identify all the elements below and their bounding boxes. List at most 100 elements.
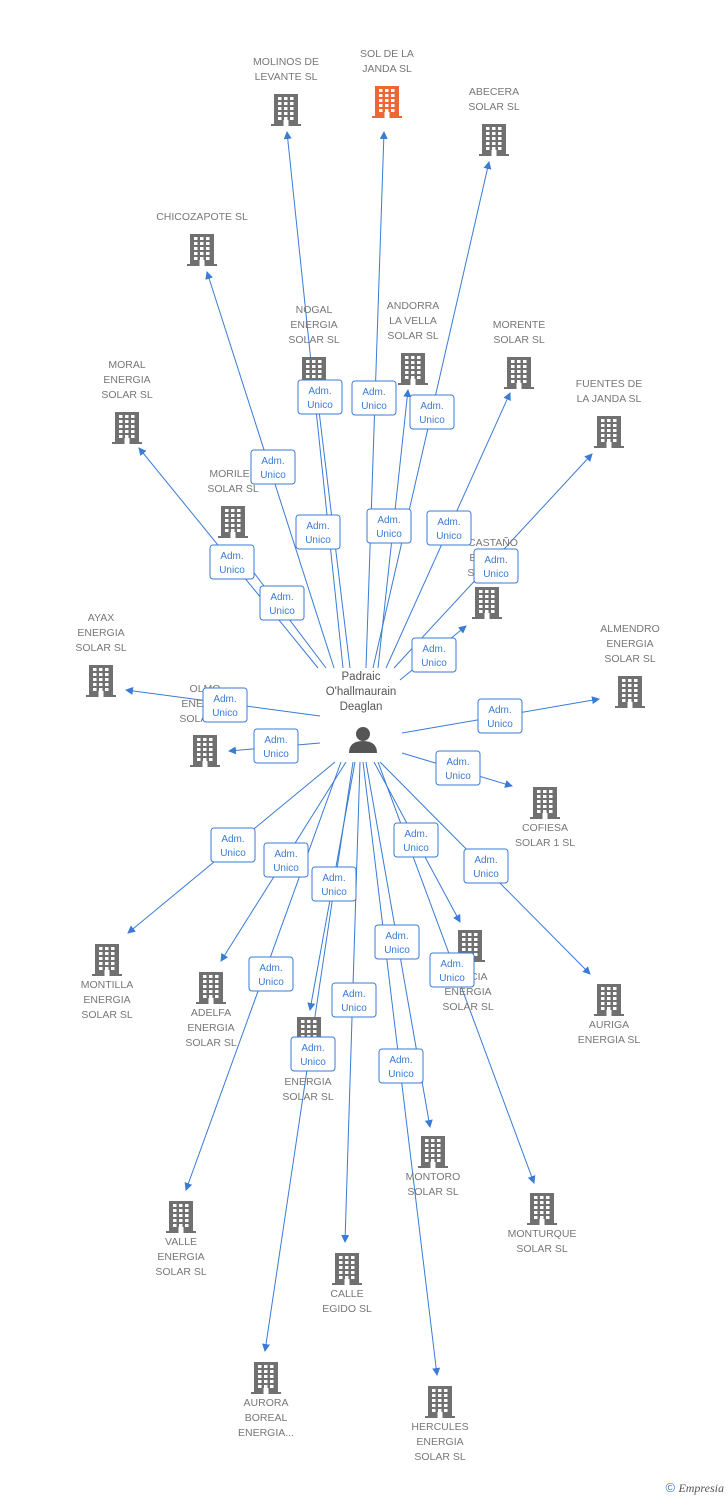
company-label-auriga-line: ENERGIA SL: [578, 1034, 641, 1046]
company-label-calle-line: CALLE: [330, 1288, 363, 1300]
relation-label[interactable]: Adm.Unico: [378, 1048, 424, 1084]
company-label-castano-line: CASTAÑO: [468, 536, 518, 549]
svg-text:Adm.Unico: Adm.Unico: [419, 401, 445, 426]
company-label-cofiesa-line: COFIESA: [522, 822, 568, 834]
svg-text:Adm.Unico: Adm.Unico: [388, 1055, 414, 1080]
relation-label[interactable]: Adm.Unico: [202, 687, 248, 723]
relation-label[interactable]: Adm.Unico: [366, 508, 412, 544]
company-label-monturque-line: SOLAR SL: [516, 1243, 568, 1255]
relation-label[interactable]: Adm.Unico: [435, 750, 481, 786]
relation-label[interactable]: Adm.Unico: [351, 380, 397, 416]
company-label-almendro-line: SOLAR SL: [604, 653, 656, 665]
company-label-ayax-line: ENERGIA: [77, 627, 124, 639]
company-label-molinos-line: LEVANTE SL: [255, 71, 318, 83]
relation-label[interactable]: Adm.Unico: [210, 827, 256, 863]
svg-text:Adm.Unico: Adm.Unico: [403, 829, 429, 854]
building-icon[interactable]: [479, 124, 509, 156]
svg-text:Adm.Unico: Adm.Unico: [384, 931, 410, 956]
svg-text:Adm.Unico: Adm.Unico: [487, 705, 513, 730]
relation-label[interactable]: Adm.Unico: [477, 698, 523, 734]
building-icon[interactable]: [418, 1136, 448, 1168]
company-label-molinos: MOLINOS DE LEVANTE SL: [253, 56, 319, 83]
company-label-ayax-line: AYAX: [88, 612, 114, 624]
relation-label[interactable]: Adm.Unico: [463, 848, 509, 884]
relation-label[interactable]: Adm.Unico: [263, 842, 309, 878]
company-label-andorra-line: LA VELLA: [389, 315, 437, 327]
building-icon[interactable]: [615, 676, 645, 708]
company-label-hercules-line: ENERGIA: [416, 1436, 463, 1448]
building-icon[interactable]: [398, 353, 428, 385]
building-icon[interactable]: [166, 1201, 196, 1233]
building-icon[interactable]: [218, 506, 248, 538]
company-label-calle-line: EGIDO SL: [322, 1303, 372, 1315]
relation-label[interactable]: Adm.Unico: [473, 548, 519, 584]
building-icon[interactable]: [472, 587, 502, 619]
relation-label[interactable]: Adm.Unico: [429, 952, 475, 988]
building-icon[interactable]: [190, 735, 220, 767]
company-label-sol_janda-line: JANDA SL: [362, 63, 412, 75]
relation-label[interactable]: Adm.Unico: [297, 379, 343, 415]
relation-label[interactable]: Adm.Unico: [374, 924, 420, 960]
relation-label[interactable]: Adm.Unico: [259, 585, 305, 621]
svg-text:Adm.Unico: Adm.Unico: [439, 959, 465, 984]
svg-text:Adm.Unico: Adm.Unico: [212, 694, 238, 719]
footer-brand[interactable]: © Empresia: [666, 1480, 725, 1496]
company-label-chicozapote-line: CHICOZAPOTE SL: [156, 211, 248, 223]
svg-text:Adm.Unico: Adm.Unico: [421, 644, 447, 669]
building-icon[interactable]: [332, 1253, 362, 1285]
building-icon[interactable]: [527, 1193, 557, 1225]
building-icon[interactable]: [86, 665, 116, 697]
company-label-moral-line: MORAL: [108, 359, 146, 371]
relation-label[interactable]: Adm.Unico: [411, 637, 457, 673]
building-icon[interactable]: [196, 972, 226, 1004]
building-icon[interactable]: [112, 412, 142, 444]
company-label-moriles-line: MORILES: [209, 468, 256, 480]
relation-label[interactable]: Adm.Unico: [409, 394, 455, 430]
relation-label[interactable]: Adm.Unico: [209, 544, 255, 580]
building-icon[interactable]: [530, 787, 560, 819]
relation-label[interactable]: Adm.Unico: [290, 1036, 336, 1072]
company-label-calle: CALLE EGIDO SL: [322, 1288, 372, 1315]
person-name-line: Padraic: [342, 671, 381, 683]
company-label-molinos-line: MOLINOS DE: [253, 56, 319, 68]
person-name-line: Deaglan: [340, 701, 383, 713]
relation-label[interactable]: Adm.Unico: [253, 728, 299, 764]
building-icon[interactable]: [92, 944, 122, 976]
company-label-morente-line: SOLAR SL: [493, 334, 545, 346]
relation-label[interactable]: Adm.Unico: [426, 510, 472, 546]
building-icon[interactable]: [594, 984, 624, 1016]
company-label-valle-line: ENERGIA: [157, 1251, 204, 1263]
person-icon[interactable]: [349, 727, 377, 753]
company-label-auriga-line: AURIGA: [589, 1019, 629, 1031]
svg-text:Adm.Unico: Adm.Unico: [269, 592, 295, 617]
building-icon[interactable]: [372, 86, 402, 118]
company-label-acacia-line: SOLAR SL: [442, 1001, 494, 1013]
building-icon[interactable]: [187, 234, 217, 266]
company-label-aurora-line: ENERGIA...: [238, 1427, 294, 1439]
company-label-moral-line: SOLAR SL: [101, 389, 153, 401]
building-icon[interactable]: [504, 357, 534, 389]
relation-label[interactable]: Adm.Unico: [295, 514, 341, 550]
building-icon[interactable]: [251, 1362, 281, 1394]
building-icon[interactable]: [594, 416, 624, 448]
relation-label[interactable]: Adm.Unico: [248, 956, 294, 992]
relation-label[interactable]: Adm.Unico: [311, 866, 357, 902]
company-label-adelfa-line: ENERGIA: [187, 1022, 234, 1034]
svg-text:Adm.Unico: Adm.Unico: [321, 873, 347, 898]
relation-label[interactable]: Adm.Unico: [331, 982, 377, 1018]
relation-label[interactable]: Adm.Unico: [393, 822, 439, 858]
building-icon[interactable]: [271, 94, 301, 126]
company-label-montilla-line: MONTILLA: [81, 979, 134, 991]
relation-label[interactable]: Adm.Unico: [250, 449, 296, 485]
building-icon[interactable]: [425, 1386, 455, 1418]
